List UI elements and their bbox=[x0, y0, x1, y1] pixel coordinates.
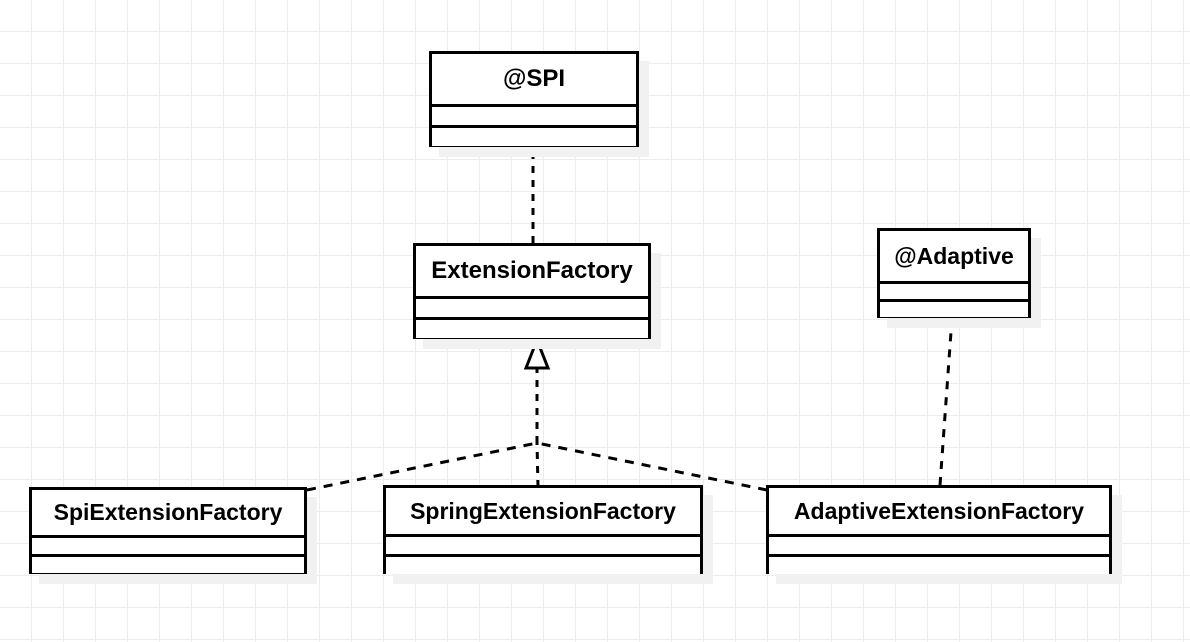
uml-class-name-spring-extension-factory: SpringExtensionFactory bbox=[410, 497, 676, 524]
uml-attributes-compartment-spi bbox=[432, 104, 636, 125]
uml-class-name-adaptive-extension-factory: AdaptiveExtensionFactory bbox=[793, 497, 1085, 524]
uml-operations-compartment-adaptive bbox=[880, 299, 1028, 317]
uml-operations-compartment-spring-extension-factory bbox=[386, 554, 700, 574]
uml-attributes-compartment-spi-extension-factory bbox=[32, 535, 304, 554]
edge-springextensionfactory-junction bbox=[535, 442, 540, 488]
uml-class-name-extension-factory: ExtensionFactory bbox=[431, 257, 633, 284]
realization-arrowhead-icon bbox=[523, 335, 551, 370]
uml-class-adaptive[interactable]: @Adaptive bbox=[877, 228, 1031, 318]
uml-operations-compartment-spi-extension-factory bbox=[32, 554, 304, 573]
uml-class-spi[interactable]: @SPI bbox=[429, 51, 639, 147]
uml-attributes-compartment-adaptive bbox=[880, 281, 1028, 299]
uml-operations-compartment-spi bbox=[432, 125, 636, 146]
uml-attributes-compartment-spring-extension-factory bbox=[386, 534, 700, 554]
edge-spiextensionfactory-junction bbox=[306, 441, 538, 492]
uml-class-spring-extension-factory[interactable]: SpringExtensionFactory bbox=[383, 485, 703, 574]
uml-class-name-adaptive: @Adaptive bbox=[894, 242, 1014, 269]
uml-class-name-spi: @SPI bbox=[502, 65, 566, 92]
uml-operations-compartment-extension-factory bbox=[416, 317, 648, 338]
uml-class-name-spi-extension-factory: SpiExtensionFactory bbox=[53, 499, 283, 525]
uml-class-adaptive-extension-factory[interactable]: AdaptiveExtensionFactory bbox=[766, 485, 1112, 574]
uml-attributes-compartment-extension-factory bbox=[416, 296, 648, 317]
uml-operations-compartment-adaptive-extension-factory bbox=[769, 554, 1109, 574]
uml-attributes-compartment-adaptive-extension-factory bbox=[769, 534, 1109, 554]
edge-adaptiveextensionfactory-adaptive bbox=[938, 317, 954, 486]
uml-class-extension-factory[interactable]: ExtensionFactory bbox=[413, 243, 651, 339]
uml-class-spi-extension-factory[interactable]: SpiExtensionFactory bbox=[29, 487, 307, 574]
edge-adaptiveextensionfactory-junction bbox=[536, 441, 768, 492]
